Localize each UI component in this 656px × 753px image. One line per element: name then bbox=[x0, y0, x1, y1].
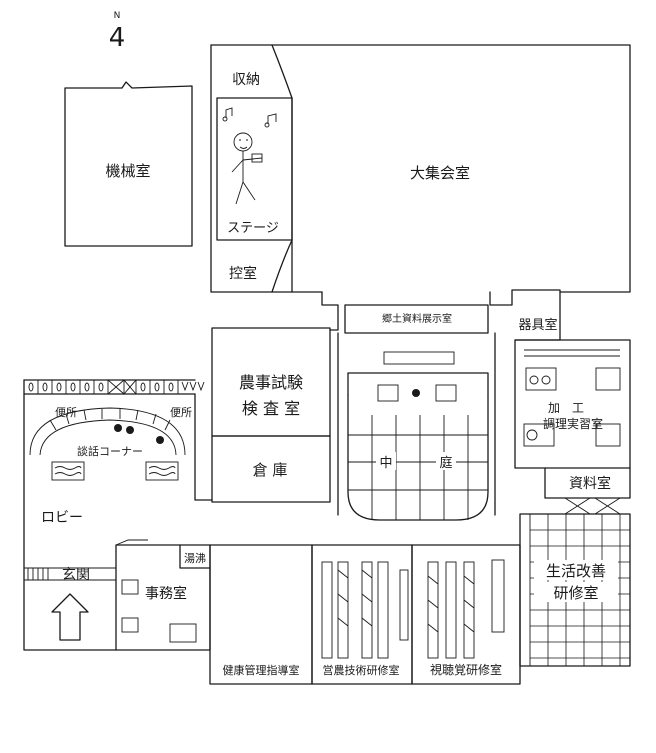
av-room: 視聴覚研修室 bbox=[411, 544, 521, 685]
office-label: 事務室 bbox=[145, 585, 187, 602]
life-improvement-label-1: 生活改善 bbox=[546, 562, 606, 580]
water-heater-label: 湯沸 bbox=[184, 552, 206, 565]
storage-closet-label: 収納 bbox=[232, 72, 260, 88]
waiting-room-label: 控室 bbox=[229, 265, 257, 282]
agri-test-label-2: 検 査 室 bbox=[242, 399, 300, 418]
stage: ステージ bbox=[216, 97, 293, 241]
farm-tech-label: 営農技術研修室 bbox=[323, 663, 400, 677]
lobby-area: 便所 便所 談話コーナー ロビー bbox=[23, 379, 213, 651]
exhibition-and-courtyard: 郷土資料展示室 中 庭 bbox=[337, 304, 496, 521]
window-row bbox=[28, 379, 205, 395]
agri-test-room: 農事試験 検 査 室 bbox=[211, 327, 331, 437]
life-improvement-room: 生活改善 研修室 bbox=[519, 513, 631, 667]
entrance-arrow-icon bbox=[51, 593, 89, 641]
materials-room-label: 資料室 bbox=[569, 475, 611, 492]
courtyard-label-1: 中 bbox=[379, 456, 392, 471]
lobby-label: ロビー bbox=[41, 510, 83, 526]
big-hall-label: 大集会室 bbox=[410, 164, 470, 182]
life-improvement-label-2: 研修室 bbox=[553, 584, 598, 602]
north-arrow-icon: 4 bbox=[109, 23, 126, 53]
av-room-label: 視聴覚研修室 bbox=[430, 662, 502, 677]
warehouse: 倉 庫 bbox=[211, 435, 331, 503]
toilet-right-label: 便所 bbox=[170, 406, 192, 419]
courtyard-label-2: 庭 bbox=[439, 455, 452, 471]
exhibition-label: 郷土資料展示室 bbox=[382, 312, 452, 325]
office: 湯沸 事務室 bbox=[115, 539, 211, 651]
warehouse-label: 倉 庫 bbox=[253, 461, 288, 479]
farm-tech-room: 営農技術研修室 bbox=[311, 544, 413, 685]
health-room: 健康管理指導室 bbox=[209, 544, 313, 685]
equipment-room: 器具室 bbox=[518, 317, 557, 333]
storage-closet: 収納 bbox=[232, 72, 260, 88]
processing-label-2: 調理実習室 bbox=[543, 416, 603, 431]
agri-test-label-1: 農事試験 bbox=[239, 373, 303, 392]
entrance-label: 玄関 bbox=[62, 566, 90, 583]
big-hall: 大集会室 bbox=[210, 44, 631, 293]
processing-label-1: 加 工 bbox=[548, 401, 584, 415]
waiting-room: 控室 bbox=[229, 265, 257, 282]
health-room-label: 健康管理指導室 bbox=[223, 663, 300, 677]
corridor-wall-left bbox=[321, 291, 339, 331]
machine-room: 機械室 bbox=[64, 81, 193, 247]
machine-room-label: 機械室 bbox=[105, 162, 150, 180]
cooking-room: 加 工 調理実習室 bbox=[514, 339, 631, 469]
north-mark: N bbox=[114, 11, 121, 21]
stage-label: ステージ bbox=[227, 221, 279, 236]
entrance: 玄関 bbox=[24, 566, 116, 641]
compass: N 4 bbox=[109, 11, 126, 53]
chat-corner-label: 談話コーナー bbox=[77, 444, 143, 458]
materials-room: 資料室 bbox=[544, 467, 631, 515]
equipment-room-label: 器具室 bbox=[518, 317, 557, 333]
singer-illustration bbox=[222, 107, 277, 205]
